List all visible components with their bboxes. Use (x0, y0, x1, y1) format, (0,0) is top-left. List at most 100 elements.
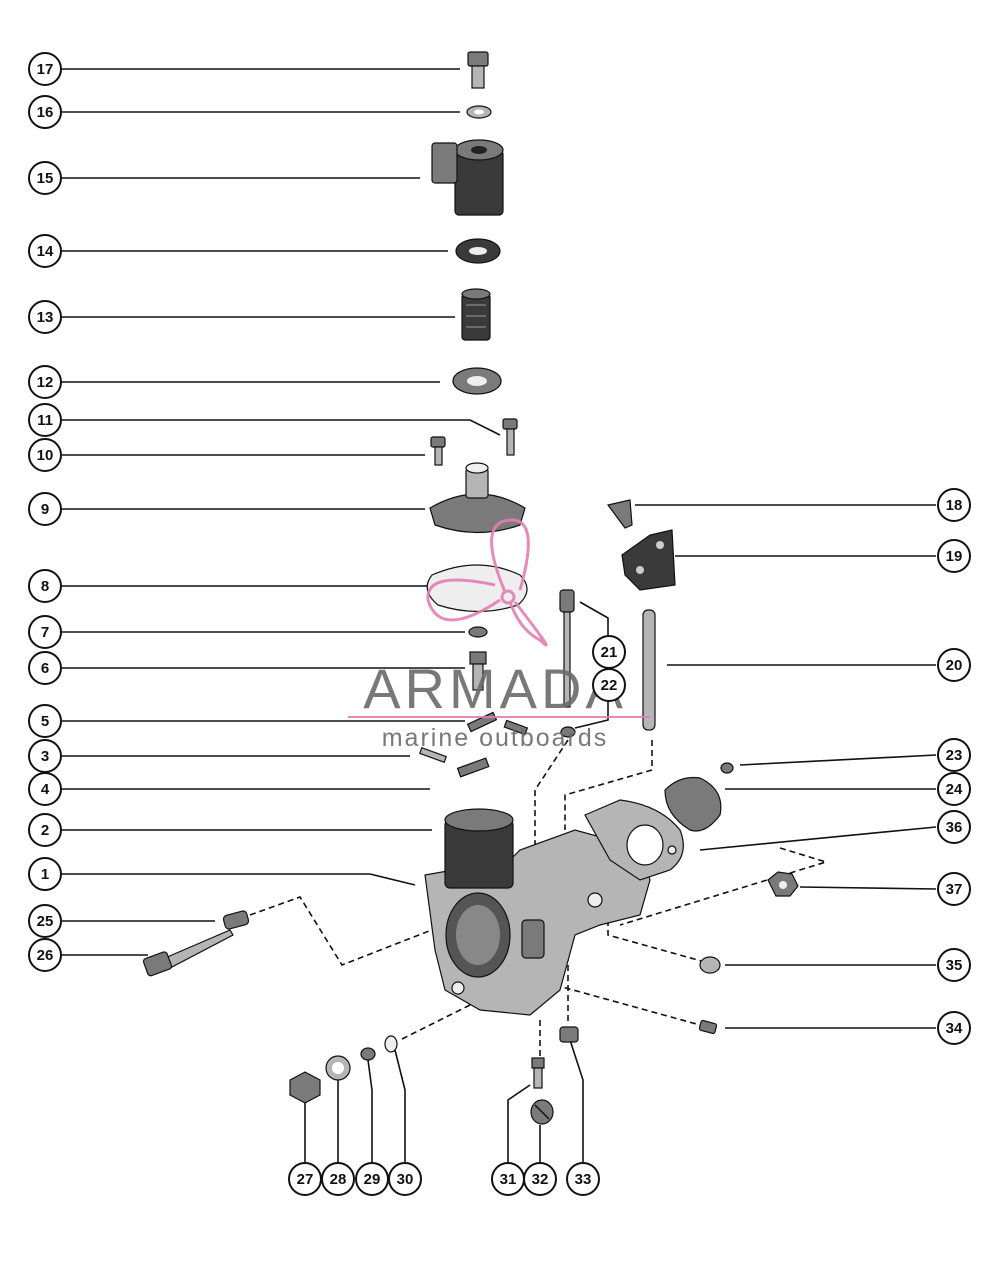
callout-circle (28, 813, 62, 847)
part-6-seat (469, 651, 487, 691)
callout-circle (937, 772, 971, 806)
callout-number: 26 (37, 947, 54, 964)
part-17-bolt (467, 51, 489, 89)
part-12-gasket (452, 367, 502, 395)
part-27-plug (289, 1071, 321, 1104)
callout-number: 32 (532, 1171, 549, 1188)
callout-circle (28, 403, 62, 437)
callout-number: 20 (946, 657, 963, 674)
callout-circle (28, 234, 62, 268)
callout-15: 15 (28, 161, 62, 195)
callout-number: 2 (41, 822, 49, 839)
part-35-plug (699, 956, 721, 974)
part-25-spring (222, 910, 250, 930)
part-13-filter (461, 288, 491, 341)
callout-21: 21 (592, 635, 626, 669)
part-16-washer (466, 105, 492, 119)
callout-circle (937, 948, 971, 982)
callout-18: 18 (937, 488, 971, 522)
watermark-tagline: marine outboards (382, 724, 609, 752)
part-2-bowl (444, 808, 514, 889)
callout-number: 35 (946, 957, 963, 974)
callout-35: 35 (937, 948, 971, 982)
callout-number: 7 (41, 624, 49, 641)
callout-number: 21 (601, 644, 618, 661)
part-34-screw (698, 1019, 718, 1035)
callout-circle (321, 1162, 355, 1196)
callout-number: 33 (575, 1171, 592, 1188)
propeller-logo-icon (426, 518, 548, 647)
callout-13: 13 (28, 300, 62, 334)
callout-14: 14 (28, 234, 62, 268)
callout-circle (28, 938, 62, 972)
part-19-lever (621, 529, 676, 591)
callout-number: 9 (41, 501, 49, 518)
callout-number: 27 (297, 1171, 314, 1188)
callout-circle (28, 904, 62, 938)
callout-26: 26 (28, 938, 62, 972)
part-28-gasket (325, 1055, 351, 1081)
callout-29: 29 (355, 1162, 389, 1196)
callout-2: 2 (28, 813, 62, 847)
callout-number: 17 (37, 61, 54, 78)
part-3-pin (418, 746, 448, 764)
callout-circle (28, 615, 62, 649)
callout-number: 22 (601, 677, 618, 694)
callout-circle (592, 668, 626, 702)
callout-33: 33 (566, 1162, 600, 1196)
callout-37: 37 (937, 872, 971, 906)
callout-circle (566, 1162, 600, 1196)
callout-16: 16 (28, 95, 62, 129)
callout-number: 18 (946, 497, 963, 514)
part-30-oring (384, 1035, 398, 1053)
callout-24: 24 (937, 772, 971, 806)
part-31-jet (531, 1057, 545, 1089)
callout-10: 10 (28, 438, 62, 472)
part-22-ring (560, 726, 576, 738)
callout-27: 27 (288, 1162, 322, 1196)
callout-number: 16 (37, 104, 54, 121)
callout-circle (937, 1011, 971, 1045)
callout-number: 4 (41, 781, 50, 798)
callout-circle (937, 539, 971, 573)
callout-number: 11 (37, 412, 53, 429)
callout-3: 3 (28, 739, 62, 773)
callout-5: 5 (28, 704, 62, 738)
callout-32: 32 (523, 1162, 557, 1196)
callout-number: 36 (946, 819, 963, 836)
callout-circle (28, 704, 62, 738)
callout-17: 17 (28, 52, 62, 86)
callout-28: 28 (321, 1162, 355, 1196)
callout-number: 29 (364, 1171, 381, 1188)
callout-circle (937, 872, 971, 906)
callout-circle (28, 651, 62, 685)
callout-12: 12 (28, 365, 62, 399)
callout-9: 9 (28, 492, 62, 526)
callout-number: 13 (37, 309, 54, 326)
callout-1: 1 (28, 857, 62, 891)
callout-circle (28, 492, 62, 526)
part-11-screw (502, 418, 518, 456)
callout-8: 8 (28, 569, 62, 603)
callout-circle (28, 161, 62, 195)
part-24-plate (664, 776, 722, 832)
callout-number: 19 (946, 548, 963, 565)
callout-22: 22 (592, 668, 626, 702)
callout-31: 31 (491, 1162, 525, 1196)
callout-30: 30 (388, 1162, 422, 1196)
callout-circle (937, 810, 971, 844)
callout-6: 6 (28, 651, 62, 685)
callout-circle (28, 365, 62, 399)
callout-4: 4 (28, 772, 62, 806)
callout-number: 1 (41, 866, 49, 883)
watermark-brand: ARMADA (363, 657, 627, 720)
callout-number: 15 (37, 170, 54, 187)
callout-number: 14 (37, 243, 54, 260)
leader-lines (62, 68, 937, 1162)
callout-circle (28, 569, 62, 603)
part-9-cover (429, 462, 526, 534)
callout-circle (28, 772, 62, 806)
callout-23: 23 (937, 738, 971, 772)
callout-circle (937, 648, 971, 682)
callout-25: 25 (28, 904, 62, 938)
